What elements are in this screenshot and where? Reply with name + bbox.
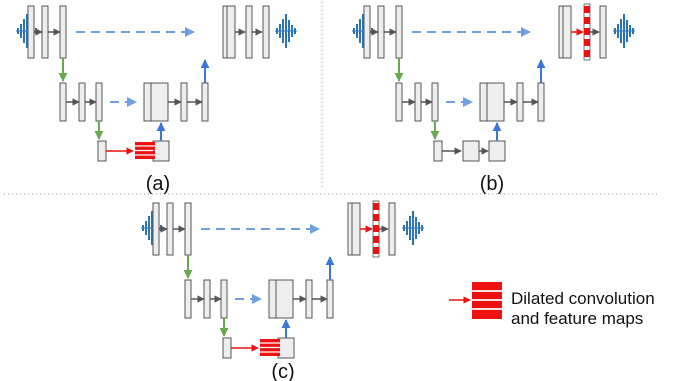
dilated-stripe-icon <box>583 3 591 61</box>
panel-a: (a) <box>15 5 298 195</box>
output-waveform-icon <box>612 13 636 49</box>
legend-dilated-block-icon <box>472 282 502 319</box>
legend-line-2: and feature maps <box>511 309 643 328</box>
output-waveform-icon <box>274 13 298 49</box>
panel-b: (b) <box>351 3 636 195</box>
dilated-feature-map-icon <box>259 338 281 357</box>
panel-b-label: (b) <box>480 173 504 195</box>
input-waveform-icon <box>140 210 164 246</box>
output-waveform-icon <box>401 210 425 246</box>
dilated-stripe-icon <box>372 200 380 258</box>
legend-line-1: Dilated convolution <box>511 289 655 308</box>
dilated-feature-map-icon <box>134 141 156 160</box>
panel-c-label: (c) <box>271 361 294 381</box>
legend: Dilated convolution and feature maps <box>449 282 655 328</box>
input-waveform-icon <box>15 13 39 49</box>
panel-c: (c) <box>140 200 425 381</box>
input-waveform-icon <box>351 13 375 49</box>
panel-a-label: (a) <box>146 173 170 195</box>
